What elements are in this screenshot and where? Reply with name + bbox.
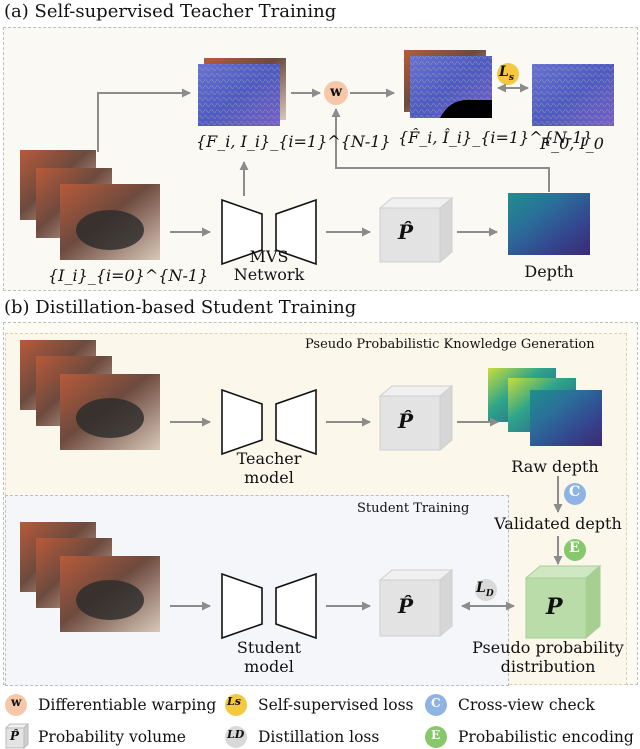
legend-warp-circle <box>5 694 27 716</box>
p-hat-symbol-student: P̂ <box>398 594 414 618</box>
legend-warp-text: Differentiable warping <box>38 696 217 714</box>
legend-e-circle <box>425 726 447 748</box>
knowledge-generation-title: Pseudo Probabilistic Knowledge Generatio… <box>305 337 595 352</box>
legend-c-text: Cross-view check <box>458 696 595 714</box>
raw-depth-label: Raw depth <box>511 457 599 476</box>
panel-a-arrows <box>97 83 550 237</box>
reference-feature-map <box>532 64 614 126</box>
legend-ls-symbol: Ls <box>227 695 241 708</box>
warped-features-label: {F̂_i, Î_i}_{i=1}^{N-1} <box>398 128 593 147</box>
c-symbol: C <box>569 484 581 500</box>
ld-symbol: LD <box>476 580 494 599</box>
p-hat-symbol-a: P̂ <box>398 220 414 244</box>
legend-c-symbol: C <box>431 696 441 710</box>
input-images-stack-student <box>20 522 160 632</box>
student-model-shape <box>221 572 317 640</box>
teacher-model-label: Teacher model <box>236 449 302 487</box>
legend-ld-circle <box>225 726 247 748</box>
e-symbol: E <box>569 540 580 556</box>
legend-ls-circle <box>225 694 247 716</box>
input-images-stack-a <box>20 150 160 260</box>
mvs-network-shape <box>221 198 317 266</box>
reference-label: F_0, I_0 <box>540 134 604 153</box>
pseudo-probability-label: Pseudo probability distribution <box>472 638 624 676</box>
feature-maps-stack <box>198 58 286 126</box>
probability-volume-a <box>378 196 454 264</box>
section-b-title: (b) Distillation-based Student Training <box>4 297 357 318</box>
legend-e-text: Probabilistic encoding <box>458 728 634 746</box>
pseudo-probability-volume <box>524 564 602 640</box>
legend-p-hat-symbol: P̂ <box>10 729 20 743</box>
probabilistic-encoding-circle <box>564 539 586 561</box>
p-symbol: P <box>546 594 563 620</box>
legend-e-symbol: E <box>431 728 441 742</box>
legend-ls-text: Self-supervised loss <box>258 696 414 714</box>
inputs-label: {I_i}_{i=0}^{N-1} <box>48 266 209 285</box>
warped-feature-maps <box>404 50 492 118</box>
input-images-stack-teacher <box>20 340 160 450</box>
probability-volume-student <box>378 568 454 638</box>
cross-view-check-circle <box>564 483 586 505</box>
warp-symbol: w <box>330 84 343 100</box>
validated-depth-label: Validated depth <box>494 514 622 533</box>
depth-label: Depth <box>524 262 574 281</box>
probability-volume-teacher <box>378 384 454 452</box>
legend-volume-icon <box>4 722 30 749</box>
mvs-network-label: MVS Network <box>233 247 305 284</box>
section-a-title: (a) Self-supervised Teacher Training <box>4 1 337 22</box>
features-label: {F_i, I_i}_{i=1}^{N-1} <box>196 132 391 151</box>
warp-circle <box>324 81 348 105</box>
legend-c-circle <box>425 694 447 716</box>
student-training-title: Student Training <box>357 501 470 516</box>
legend-ld-text: Distillation loss <box>258 728 380 746</box>
raw-depth-stack <box>488 368 602 446</box>
depth-map <box>508 193 590 255</box>
legend-warp-symbol: w <box>11 695 22 709</box>
teacher-model-shape <box>221 388 317 456</box>
ls-symbol: Ls <box>499 64 514 83</box>
self-supervised-loss-circle <box>497 63 519 85</box>
student-model-label: Student model <box>236 638 302 676</box>
distillation-loss-circle <box>475 579 497 601</box>
legend-volume-text: Probability volume <box>38 728 186 746</box>
p-hat-symbol-teacher: P̂ <box>398 409 414 433</box>
legend-ld-symbol: LD <box>227 728 245 741</box>
panel-b-top-arrows <box>170 417 563 565</box>
